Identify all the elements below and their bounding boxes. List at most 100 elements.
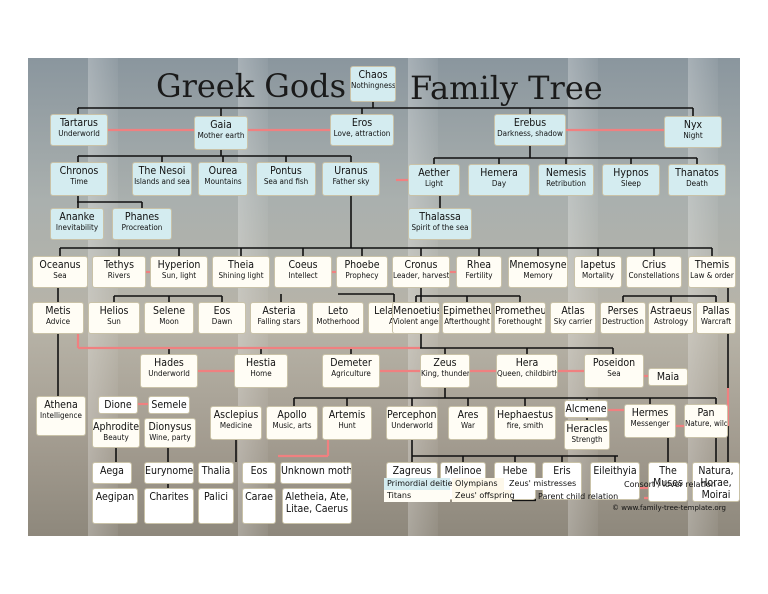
node-palici: Palici [198, 488, 234, 524]
node-name: Eos [250, 465, 268, 477]
node-sub: Destruction [602, 317, 644, 326]
node-sub: Underworld [391, 421, 433, 430]
node-sub: Medicine [219, 421, 253, 430]
legend-offspring: Zeus' offspring [452, 490, 515, 502]
node-name: Aegipan [95, 491, 135, 503]
legend-titans: Titans [384, 490, 450, 502]
node-sub: Intelligence [40, 411, 82, 420]
node-sub: Love, attraction [333, 129, 391, 138]
node-sub: Retribution [546, 179, 586, 188]
node-sub: Sea and fish [263, 177, 309, 186]
node-sub: Underworld [58, 129, 100, 138]
node-sub: Hunt [338, 421, 356, 430]
node-name: Ares [457, 409, 479, 421]
title-right: Family Tree [410, 69, 603, 107]
node-sub: Constellations [628, 271, 680, 280]
node-name: Zeus [433, 357, 457, 369]
node-semele: Semele [148, 396, 190, 414]
node-sub: Day [491, 179, 507, 188]
node-sub: Spirit of the sea [411, 223, 469, 232]
node-name: Epimetheus [443, 305, 491, 317]
node-name: Nyx [683, 119, 703, 131]
node-name: Tartarus [60, 117, 98, 129]
node-sub: King, thunder [421, 369, 470, 378]
node-sub: Mountains [204, 177, 242, 186]
node-name: Coeus [288, 259, 318, 271]
node-name: Eris [553, 465, 571, 477]
node-sub: Night [683, 131, 703, 140]
node-sub: Dawn [211, 317, 233, 326]
node-name: Palici [203, 491, 229, 503]
node-name: Semele [151, 399, 187, 411]
node-name: Apollo [277, 409, 307, 421]
node-name: Demeter [330, 357, 372, 369]
node-name: Ourea [208, 165, 238, 177]
node-sub: Intellect [288, 271, 318, 280]
node-name: Chronos [59, 165, 99, 177]
node-name: Thanatos [675, 167, 719, 179]
node-name: Thalassa [419, 211, 461, 223]
title-left: Greek Gods [156, 67, 347, 105]
node-eurynome: Eurynome [144, 462, 194, 484]
node-sub: Prophecy [345, 271, 379, 280]
node-muses: The Muses [648, 462, 688, 502]
node-aega: Aega [92, 462, 132, 484]
node-alcmene: Alcmene [564, 400, 608, 418]
node-name: Thalia [201, 465, 231, 477]
node-name: Charites [149, 491, 189, 503]
node-sub: Music, arts [272, 421, 312, 430]
footer-credit: © www.family-tree-template.org [612, 504, 726, 512]
node-sub: Islands and sea [134, 177, 190, 186]
node-name: Dione [104, 399, 132, 411]
node-carae: Carae [242, 488, 276, 524]
node-sub: Mortality [582, 271, 614, 280]
node-name: Zagreus [392, 465, 432, 477]
node-name: Artemis [328, 409, 366, 421]
node-name: Tethys [104, 259, 134, 271]
node-name: Unknown mothers [281, 465, 352, 477]
node-name: Eileithyia [593, 465, 637, 477]
node-name: Hades [154, 357, 184, 369]
node-eileithyia: Eileithyia [590, 462, 640, 500]
node-sub: Inevitability [55, 223, 99, 232]
node-charites: Charites [144, 488, 194, 524]
node-sub: Father sky [332, 177, 370, 186]
node-sub: Falling stars [257, 317, 301, 326]
node-name: Hera [515, 357, 539, 369]
node-sub: Advice [46, 317, 70, 326]
node-sub: Sky carrier [553, 317, 593, 326]
node-sub: Motherhood [316, 317, 360, 326]
node-name: Natura, Horae, Moirai [698, 465, 734, 501]
node-sub: Forethought [498, 317, 542, 326]
node-name: Aletheia, Ate, Litae, Caerus [285, 491, 349, 515]
node-name: Hyperion [157, 259, 201, 271]
node-sub: Moon [159, 317, 179, 326]
node-name: Phoebe [344, 259, 380, 271]
node-name: Poseidon [592, 357, 636, 369]
node-sub: Sea [607, 369, 621, 378]
node-name: Hypnos [613, 167, 649, 179]
